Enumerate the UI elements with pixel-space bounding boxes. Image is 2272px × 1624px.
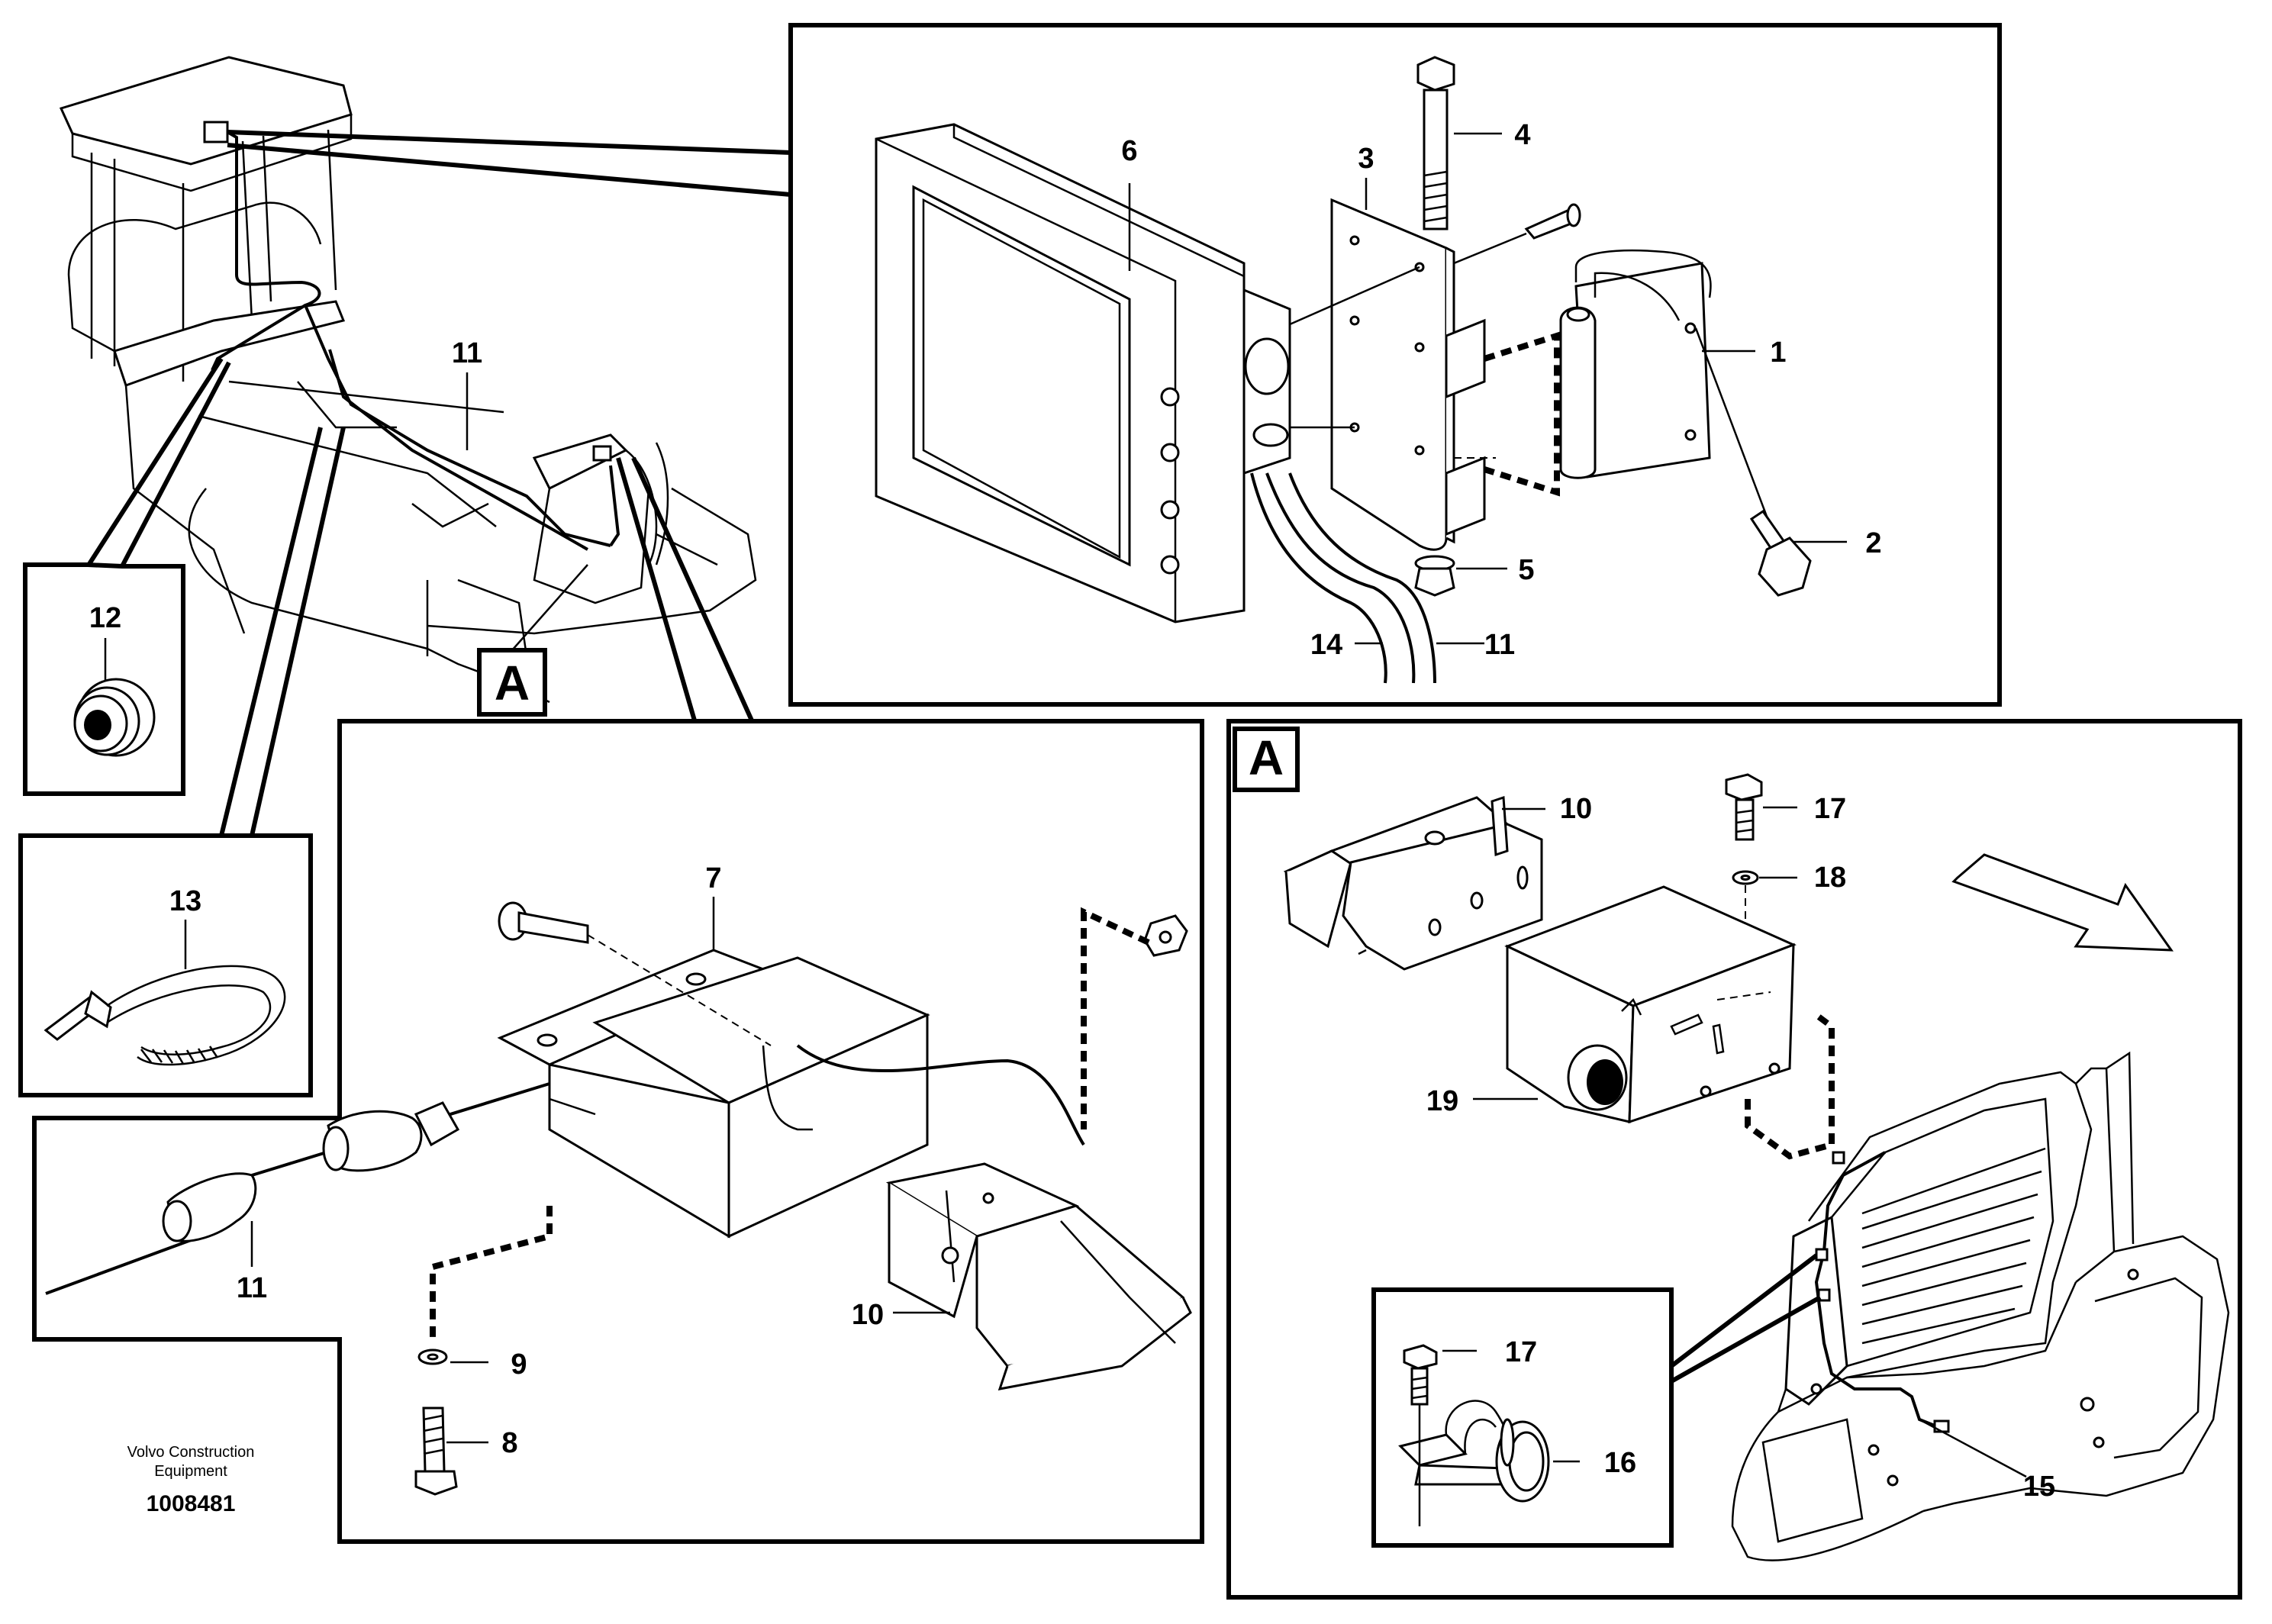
screw-2 (1694, 327, 1812, 597)
label-17-inset: 17 (1505, 1336, 1537, 1368)
label-9: 9 (511, 1348, 527, 1381)
label-14: 14 (1310, 629, 1342, 661)
label-10-rear-camera: 10 (1560, 793, 1592, 825)
label-4: 4 (1514, 119, 1530, 151)
clamp-inset: 17 16 (1371, 1253, 1822, 1548)
machine-rear-counterweight (1731, 1051, 2230, 1561)
bracket-plate-1 (1559, 249, 1712, 479)
display-unit-detail-panel: 6 3 4 1 2 5 14 11 (788, 23, 2002, 707)
label-15: 15 (2023, 1471, 2055, 1503)
washer-9 (417, 1348, 448, 1365)
camera-10 (796, 1044, 1192, 1390)
washer-18 (1732, 870, 1759, 885)
label-3: 3 (1358, 143, 1374, 175)
rear-camera-10 (1283, 795, 1543, 971)
label-1: 1 (1770, 337, 1786, 369)
label-19: 19 (1426, 1085, 1458, 1117)
label-11-monitor-cable: 11 (1484, 629, 1515, 661)
label-2: 2 (1865, 527, 1881, 559)
camera-bracket-detail-panel: 7 9 8 10 11 (32, 719, 1204, 1544)
label-8: 8 (501, 1427, 517, 1459)
section-callout-a: A (477, 564, 588, 717)
bolt-8 (414, 1406, 458, 1496)
monitor-button-1[interactable] (1160, 387, 1180, 407)
section-callout-a-label: A (495, 656, 530, 710)
manufacturer-line-2: Equipment (154, 1463, 227, 1480)
label-16: 16 (1604, 1447, 1636, 1479)
label-12: 12 (89, 602, 121, 634)
small-screw (1453, 203, 1581, 265)
screw-17-inset (1403, 1344, 1438, 1406)
monitor-button-2[interactable] (1160, 443, 1180, 462)
cable-tie-icon (44, 965, 286, 1066)
label-5: 5 (1518, 554, 1534, 586)
detail-a-label: A (1249, 730, 1284, 785)
monitor-button-3[interactable] (1160, 500, 1180, 520)
monitor-unit (875, 123, 1291, 624)
label-11-camera-cable: 11 (237, 1272, 267, 1304)
grommet-inset-12: 12 (23, 562, 185, 796)
manufacturer-line-1: Volvo Construction (127, 1444, 255, 1461)
bolt-7-top (498, 901, 772, 1046)
camera-cable-11 (45, 1082, 550, 1295)
overview-label-11: 11 (452, 337, 482, 369)
clamp-16 (1398, 1400, 1550, 1503)
source-caption: Volvo Construction Equipment 1008481 (127, 1444, 255, 1516)
label-10-camera: 10 (852, 1299, 884, 1331)
label-6: 6 (1121, 135, 1137, 167)
bolt-4 (1416, 56, 1455, 230)
monitor-bracket-3 (1330, 198, 1486, 551)
nut-top-right (1081, 907, 1188, 1129)
camera-connector-icon (592, 445, 612, 462)
label-7: 7 (705, 862, 721, 894)
monitor-button-4[interactable] (1160, 555, 1180, 575)
machine-overview-illustration (59, 56, 757, 704)
cover-plate-7 (497, 949, 930, 1239)
label-18: 18 (1814, 862, 1846, 894)
document-number: 1008481 (147, 1491, 236, 1516)
housing-19 (1504, 885, 1797, 1124)
label-17-top: 17 (1814, 793, 1846, 825)
direction-arrow-icon (1951, 853, 2174, 952)
screw-17-top (1725, 773, 1763, 841)
callout-connector-lines (85, 130, 791, 836)
label-13: 13 (169, 885, 201, 917)
cable-tie-inset-13: 13 (18, 833, 313, 1097)
nut-5 (1414, 555, 1455, 597)
rear-camera-detail-panel-a: A (1226, 719, 2242, 1600)
monitor-connector-icon (203, 121, 229, 143)
